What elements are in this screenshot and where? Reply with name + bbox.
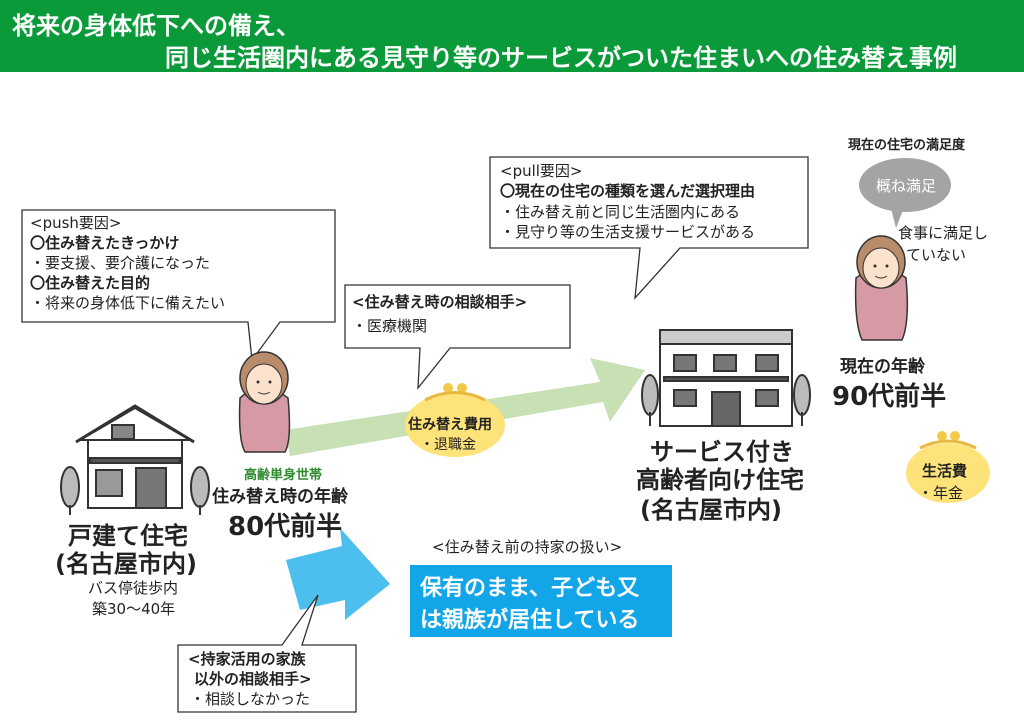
coin-purse-cost-icon bbox=[405, 383, 505, 457]
other-consult-title-2: 以外の相談相手> bbox=[194, 670, 312, 688]
former-home-line-1: 保有のまま、子ども又 bbox=[420, 576, 640, 601]
former-home-arrow bbox=[286, 528, 390, 620]
pull-reason-2: ・見守り等の生活支援サービスがある bbox=[500, 223, 756, 241]
push-callout bbox=[21, 209, 336, 362]
old-house-access: バス停徒歩内 bbox=[88, 579, 179, 597]
old-house-location: (名古屋市内) bbox=[55, 550, 197, 578]
pull-callout bbox=[489, 156, 809, 300]
living-cost-item: ・年金 bbox=[918, 484, 964, 502]
push-trigger-item: ・要支援、要介護になった bbox=[30, 254, 211, 272]
living-cost-label: 生活費 bbox=[922, 462, 968, 480]
pull-tag: <pull要因> bbox=[500, 162, 583, 180]
other-consult-title-1: <持家活用の家族 bbox=[188, 650, 306, 668]
push-heading-trigger: 〇住み替えたきっかけ bbox=[30, 234, 180, 252]
former-home-highlight bbox=[410, 565, 672, 637]
elderly-woman-left-icon bbox=[238, 351, 291, 453]
old-house-age: 築30〜40年 bbox=[92, 600, 176, 618]
cost-label: 住み替え費用 bbox=[408, 417, 492, 433]
detached-house-icon bbox=[60, 404, 210, 515]
new-house-name-2: 高齢者向け住宅 bbox=[636, 466, 804, 494]
other-consult-callout bbox=[177, 594, 357, 713]
cost-item: ・退職金 bbox=[420, 437, 476, 453]
push-heading-purpose: 〇住み替えた目的 bbox=[30, 274, 151, 292]
consult-item: ・医療機関 bbox=[352, 317, 428, 335]
consult-title: <住み替え時の相談相手> bbox=[352, 293, 528, 311]
new-house-name-1: サービス付き bbox=[650, 438, 794, 466]
move-age-label: 住み替え時の年齢 bbox=[212, 487, 348, 507]
other-consult-item: ・相談しなかった bbox=[190, 690, 311, 708]
current-age-label: 現在の年齢 bbox=[840, 357, 925, 377]
move-age-value: 80代前半 bbox=[228, 512, 343, 542]
push-purpose-item: ・将来の身体低下に備えたい bbox=[30, 294, 226, 312]
household-type: 高齢単身世帯 bbox=[244, 468, 323, 483]
satisfaction-title: 現在の住宅の満足度 bbox=[848, 138, 966, 153]
new-house-location: (名古屋市内) bbox=[640, 496, 782, 524]
title-line-1: 将来の身体低下への備え、 bbox=[12, 12, 300, 40]
former-home-title: <住み替え前の持家の扱い> bbox=[432, 538, 623, 556]
old-house-name: 戸建て住宅 bbox=[68, 522, 188, 550]
title-line-2: 同じ生活圏内にある見守り等のサービスがついた住まいへの住み替え事例 bbox=[165, 44, 957, 72]
pull-heading: 〇現在の住宅の種類を選んだ選択理由 bbox=[500, 182, 756, 200]
title-banner: 将来の身体低下への備え、 同じ生活圏内にある見守り等のサービスがついた住まいへの… bbox=[0, 0, 1024, 72]
coin-purse-living-icon bbox=[906, 431, 990, 503]
former-home-line-2: は親族が居住している bbox=[420, 608, 640, 633]
satisfaction-bubble-shape bbox=[859, 158, 951, 228]
push-tag: <push要因> bbox=[30, 214, 122, 232]
pull-reason-1: ・住み替え前と同じ生活圏内にある bbox=[500, 203, 741, 221]
satisfaction-bubble-text: 概ね満足 bbox=[876, 177, 937, 195]
service-residence-icon bbox=[641, 329, 811, 427]
current-age-value: 90代前半 bbox=[832, 382, 947, 412]
satisfaction-comment-1: 食事に満足し bbox=[898, 224, 989, 242]
consult-callout bbox=[344, 284, 571, 390]
elderly-woman-right-icon bbox=[854, 235, 909, 341]
satisfaction-comment-2: ていない bbox=[906, 246, 967, 264]
